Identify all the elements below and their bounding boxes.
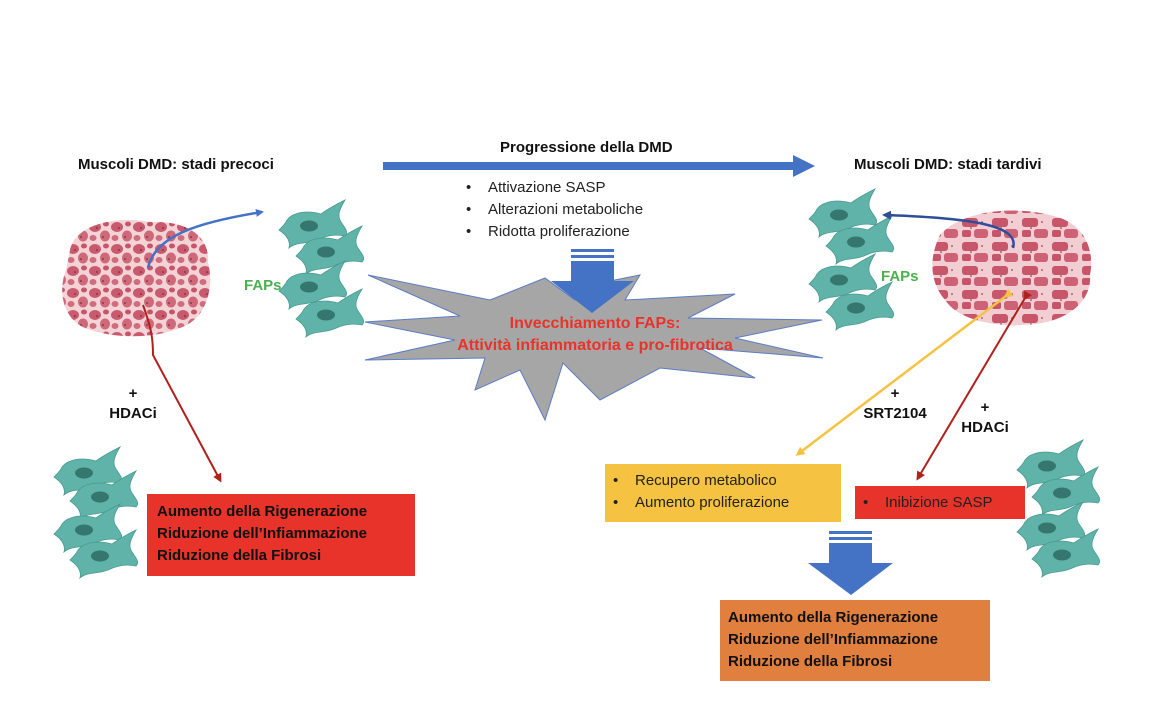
late-muscle-to-faps-arrow [882, 210, 1015, 249]
late-stage-title: Muscoli DMD: stadi tardivi [854, 156, 1042, 173]
early-outcome-box: Aumento della Rigenerazione Riduzione de… [147, 494, 415, 576]
recovery-item-label: Recupero metabolico [635, 472, 777, 489]
progression-item-label: Attivazione SASP [488, 179, 606, 196]
outcome-item: Riduzione della Fibrosi [157, 547, 322, 564]
bullet-icon: • [466, 201, 472, 218]
down-arrow-result [808, 531, 893, 595]
sasp-item: • Inibizione SASP [859, 492, 1025, 514]
outcome-item: Aumento della Rigenerazione [157, 503, 368, 520]
sasp-item-label: Inibizione SASP [885, 494, 993, 511]
treatment-name: HDACi [961, 419, 1009, 436]
aging-burst-text: Invecchiamento FAPs: Attività infiammato… [430, 313, 760, 357]
bullet-icon: • [863, 494, 869, 511]
early-hdaci-label: + HDACi [108, 384, 158, 424]
late-hdaci-label: + HDACi [957, 398, 1013, 438]
progression-item: • Attivazione SASP [462, 177, 643, 199]
plus-sign: + [128, 385, 138, 402]
progression-item-label: Alterazioni metaboliche [488, 201, 644, 218]
recovery-item: • Aumento proliferazione [609, 492, 841, 514]
early-hdaci-arrow [142, 304, 222, 483]
plus-sign: + [980, 399, 990, 416]
late-outcome-box: Aumento della Rigenerazione Riduzione de… [720, 600, 990, 681]
treatment-name: HDACi [109, 405, 157, 422]
outcome-item: Riduzione dell’Infiammazione [728, 631, 939, 648]
srt2104-label: + SRT2104 [858, 384, 932, 424]
early-muscle-crosssection [62, 219, 211, 337]
bullet-icon: • [466, 223, 472, 240]
bullet-icon: • [613, 472, 619, 489]
early-faps-label: FAPs [244, 277, 282, 294]
aging-burst-line2: Attività infiammatoria e pro-fibrotica [457, 337, 733, 354]
late-hdaci-arrow [916, 290, 1032, 481]
late-muscle-crosssection [932, 210, 1092, 326]
sasp-inhibition-box: • Inibizione SASP [855, 486, 1025, 519]
aging-burst-line1: Invecchiamento FAPs: [509, 315, 681, 332]
early-muscle-to-faps-arrow [146, 209, 264, 269]
early-stage-title: Muscoli DMD: stadi precoci [78, 156, 274, 173]
treated-late-fap-cells [1016, 439, 1101, 578]
progression-arrow [383, 155, 815, 177]
plus-sign: + [890, 385, 900, 402]
outcome-item: Aumento della Rigenerazione [728, 609, 939, 626]
recovery-item: • Recupero metabolico [609, 470, 841, 492]
bullet-icon: • [613, 494, 619, 511]
down-arrow-center [551, 249, 634, 313]
outcome-item: Riduzione della Fibrosi [728, 653, 893, 670]
late-fap-cells [808, 188, 895, 331]
late-faps-label: FAPs [881, 268, 919, 285]
progression-list: • Attivazione SASP • Alterazioni metabolic… [462, 177, 643, 243]
progression-item: • Alterazioni metaboliche [462, 199, 643, 221]
metabolic-recovery-box: • Recupero metabolico • Aumento proliferaz… [605, 464, 841, 522]
outcome-item: Riduzione dell’Infiammazione [157, 525, 368, 542]
bullet-icon: • [466, 179, 472, 196]
progression-item: • Ridotta proliferazione [462, 221, 643, 243]
progression-item-label: Ridotta proliferazione [488, 223, 630, 240]
recovery-item-label: Aumento proliferazione [635, 494, 790, 511]
treated-early-fap-cells [53, 446, 139, 579]
treatment-name: SRT2104 [863, 405, 927, 422]
progression-title: Progressione della DMD [500, 139, 673, 156]
early-fap-cells [278, 199, 365, 338]
